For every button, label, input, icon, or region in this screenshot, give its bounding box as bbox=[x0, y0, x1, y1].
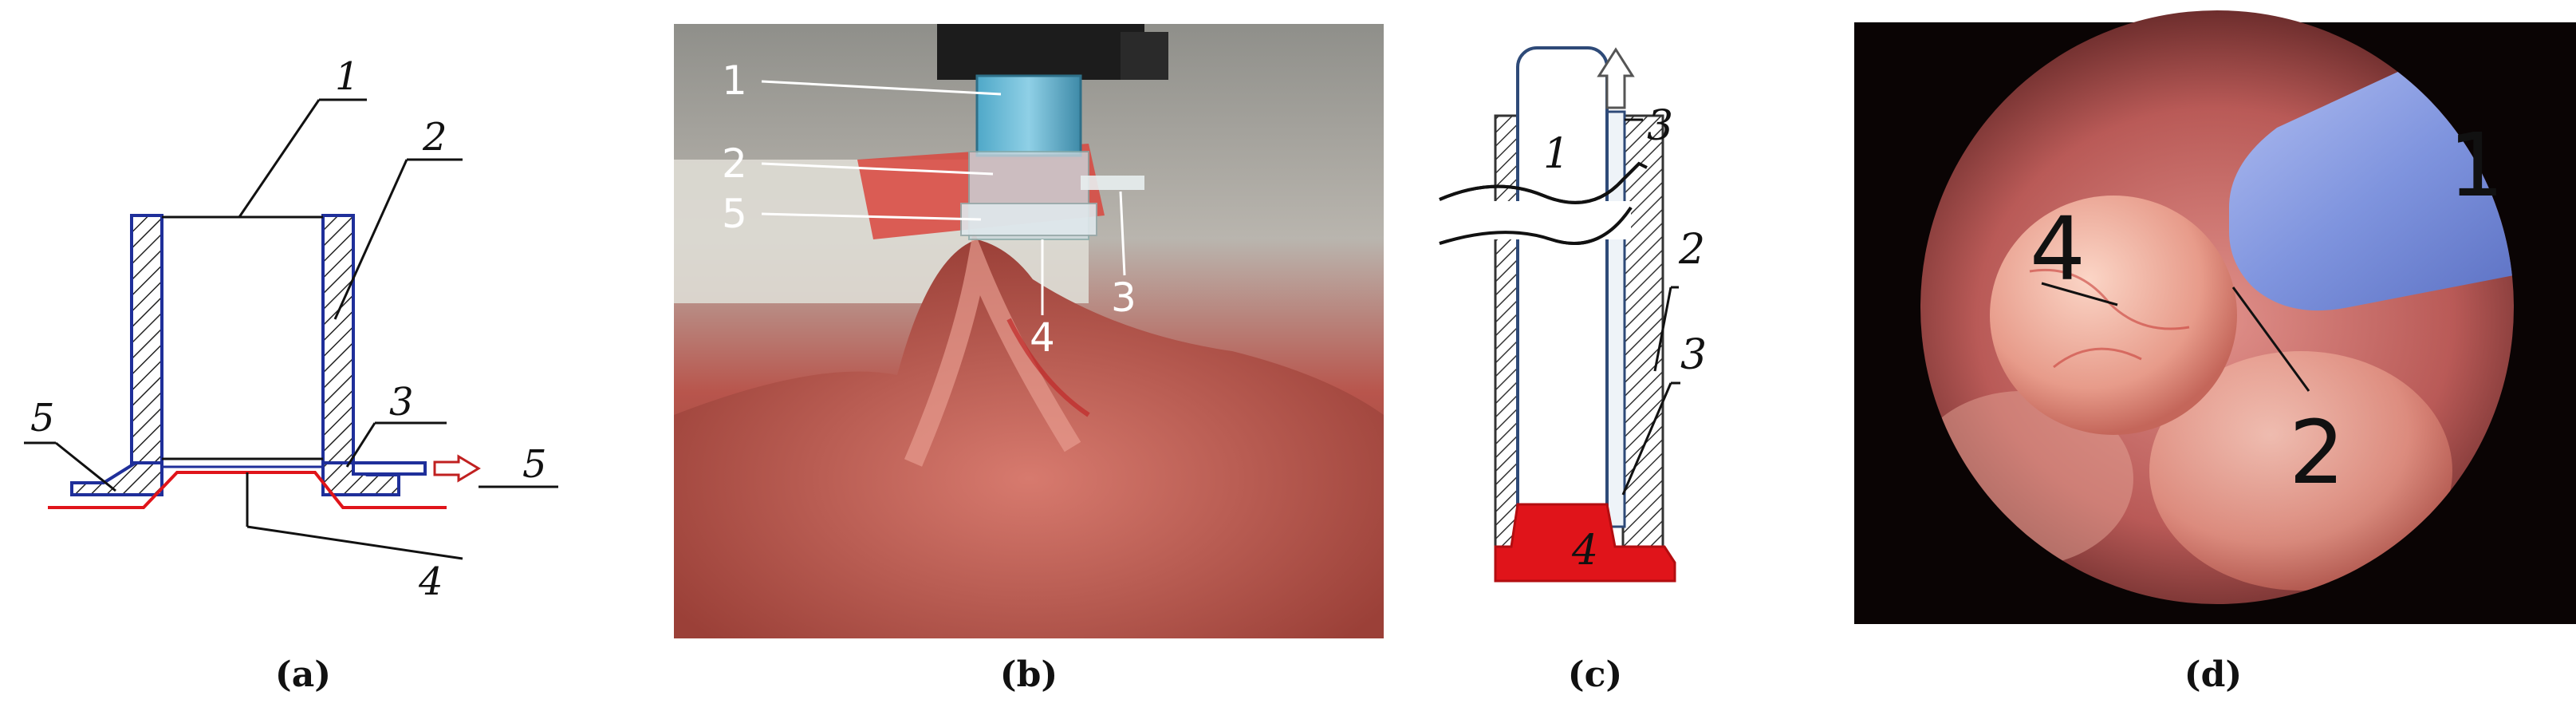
label-4: 4 bbox=[1030, 314, 1055, 361]
label-1: 1 bbox=[722, 57, 747, 104]
label-2: 2 bbox=[1678, 226, 1705, 274]
panel-c-drawing: 1 3 2 3 4 bbox=[1432, 46, 1707, 583]
label-5-left: 5 bbox=[30, 396, 55, 441]
label-1: 1 bbox=[335, 54, 360, 99]
panel-c-schematic: 1 3 2 3 4 (c) bbox=[1384, 0, 1854, 727]
label-1: 1 bbox=[2448, 114, 2504, 216]
caption-c: (c) bbox=[1567, 654, 1623, 695]
label-3: 3 bbox=[1111, 275, 1136, 321]
inner-channel bbox=[1605, 110, 1626, 528]
label-3: 3 bbox=[389, 380, 414, 425]
caption-d: (d) bbox=[2184, 654, 2243, 695]
label-5: 5 bbox=[722, 191, 747, 237]
suction-arrow bbox=[1597, 47, 1635, 109]
label-3-top: 3 bbox=[1647, 102, 1673, 150]
tissue-bulge bbox=[1990, 196, 2237, 435]
label-4: 4 bbox=[418, 559, 443, 604]
device-cylinder bbox=[975, 74, 1082, 157]
caption-a: (a) bbox=[274, 654, 332, 695]
label-2: 2 bbox=[2289, 401, 2345, 504]
panel-b-photo-drawing: 1 2 5 4 3 bbox=[674, 24, 1384, 638]
label-2: 2 bbox=[722, 140, 747, 187]
tissue-mass bbox=[674, 239, 1384, 638]
label-1: 1 bbox=[1543, 130, 1570, 178]
label-4: 4 bbox=[1571, 527, 1598, 575]
caption-b: (b) bbox=[999, 654, 1058, 695]
label-2: 2 bbox=[422, 115, 447, 160]
panel-d-photo-drawing: 1 4 2 bbox=[1854, 10, 2576, 624]
label-4: 4 bbox=[2030, 198, 2086, 300]
camera-housing bbox=[937, 24, 1144, 80]
label-3-bottom: 3 bbox=[1680, 331, 1707, 379]
label-5-right: 5 bbox=[522, 442, 547, 487]
panel-a-schematic: 1 2 3 5 5 4 (a) bbox=[0, 0, 606, 727]
cylinder-wall-right bbox=[321, 214, 355, 464]
panel-d-endoscopy: 1 4 2 (d) bbox=[1854, 0, 2576, 727]
panel-b-photo: 1 2 5 4 3 (b) bbox=[674, 0, 1384, 727]
flange-left bbox=[70, 461, 163, 496]
suction-channel bbox=[352, 461, 427, 476]
inner-cylinder bbox=[1516, 46, 1609, 532]
suction-arrow bbox=[433, 454, 481, 483]
tissue-seal bbox=[1494, 503, 1676, 583]
panel-a-drawing: 1 2 3 5 5 4 bbox=[24, 54, 558, 604]
cylinder-wall-left bbox=[130, 214, 163, 464]
